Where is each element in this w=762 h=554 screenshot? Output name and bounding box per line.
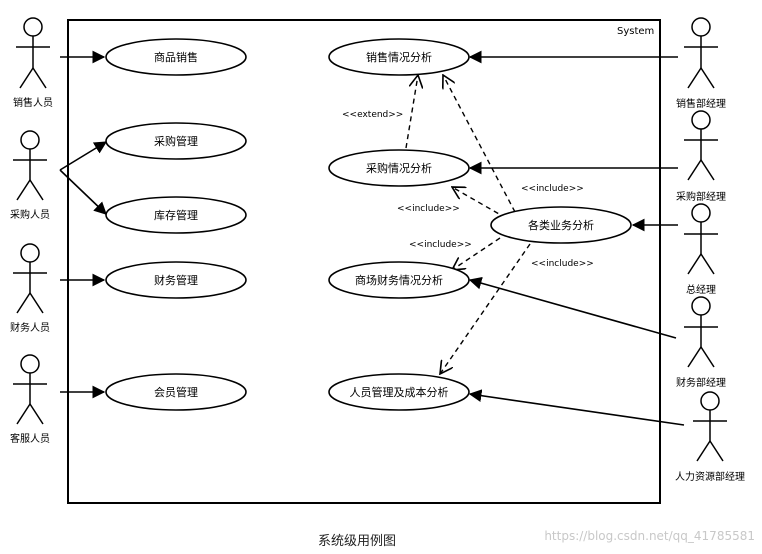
usecase-label: 库存管理	[154, 208, 198, 222]
actor-label: 总经理	[686, 283, 716, 296]
actor-sales-manager: 销售部经理	[676, 17, 726, 110]
actor-finance-staff: 财务人员	[10, 243, 50, 334]
usecase-inventory-mgmt: 库存管理	[105, 196, 247, 234]
usecase-sales-analysis: 销售情况分析	[328, 38, 470, 76]
assoc-finance-manager-mall-finance	[468, 276, 677, 339]
usecase-label: 人员管理及成本分析	[350, 385, 449, 399]
extend-purchase-to-sales-analysis	[405, 75, 418, 149]
actor-general-manager: 总经理	[684, 203, 718, 296]
actor-purchase-manager: 采购部经理	[676, 110, 726, 203]
actor-label: 客服人员	[10, 432, 50, 445]
actor-label: 销售部经理	[676, 97, 726, 110]
usecase-purchase-analysis: 采购情况分析	[328, 149, 470, 187]
figure-caption: 系统级用例图	[318, 534, 396, 549]
include-business-to-sales-analysis	[443, 75, 516, 213]
include-label: <<include>>	[409, 240, 472, 250]
actor-finance-manager: 财务部经理	[676, 296, 726, 389]
actor-service-staff: 客服人员	[10, 354, 50, 445]
actor-sales-staff: 销售人员	[13, 17, 53, 109]
usecase-label: 采购管理	[154, 134, 198, 148]
usecase-label: 销售情况分析	[366, 50, 432, 64]
usecase-hr-cost-analysis: 人员管理及成本分析	[328, 373, 470, 411]
assoc-hr-manager-hr-cost	[468, 389, 685, 426]
usecase-purchase-mgmt: 采购管理	[105, 122, 247, 160]
usecase-label: 商品销售	[154, 50, 198, 64]
include-business-to-purchase-analysis	[452, 187, 507, 219]
usecase-business-analysis: 各类业务分析	[490, 206, 632, 244]
include-business-to-mall-finance	[452, 237, 501, 270]
actor-label: 销售人员	[13, 96, 53, 109]
actor-label: 采购部经理	[676, 190, 726, 203]
include-label: <<include>>	[531, 259, 594, 269]
include-label: <<include>>	[521, 184, 584, 194]
actor-hr-manager: 人力资源部经理	[675, 391, 745, 483]
extend-label: <<extend>>	[342, 110, 403, 120]
assoc-purchase-staff-inventory	[59, 169, 107, 215]
include-business-to-hr-cost	[440, 243, 531, 374]
usecase-label: 采购情况分析	[366, 161, 432, 175]
usecase-label: 财务管理	[154, 273, 198, 287]
actor-label: 财务部经理	[676, 376, 726, 389]
watermark: https://blog.csdn.net/qq_41785581	[544, 529, 755, 543]
include-label: <<include>>	[397, 204, 460, 214]
actor-label: 财务人员	[10, 321, 50, 334]
assoc-purchase-staff-purchase	[59, 141, 108, 171]
usecase-label: 会员管理	[154, 385, 198, 399]
usecase-product-sales: 商品销售	[105, 38, 247, 76]
actor-purchase-staff: 采购人员	[10, 130, 50, 221]
actor-label: 人力资源部经理	[675, 470, 745, 483]
usecase-label: 商场财务情况分析	[355, 273, 443, 287]
system-boundary	[67, 19, 661, 504]
usecase-label: 各类业务分析	[528, 218, 594, 232]
usecase-finance-mgmt: 财务管理	[105, 261, 247, 299]
usecase-member-mgmt: 会员管理	[105, 373, 247, 411]
system-label: System	[617, 26, 654, 37]
actor-label: 采购人员	[10, 208, 50, 221]
usecase-mall-finance-analysis: 商场财务情况分析	[328, 261, 470, 299]
